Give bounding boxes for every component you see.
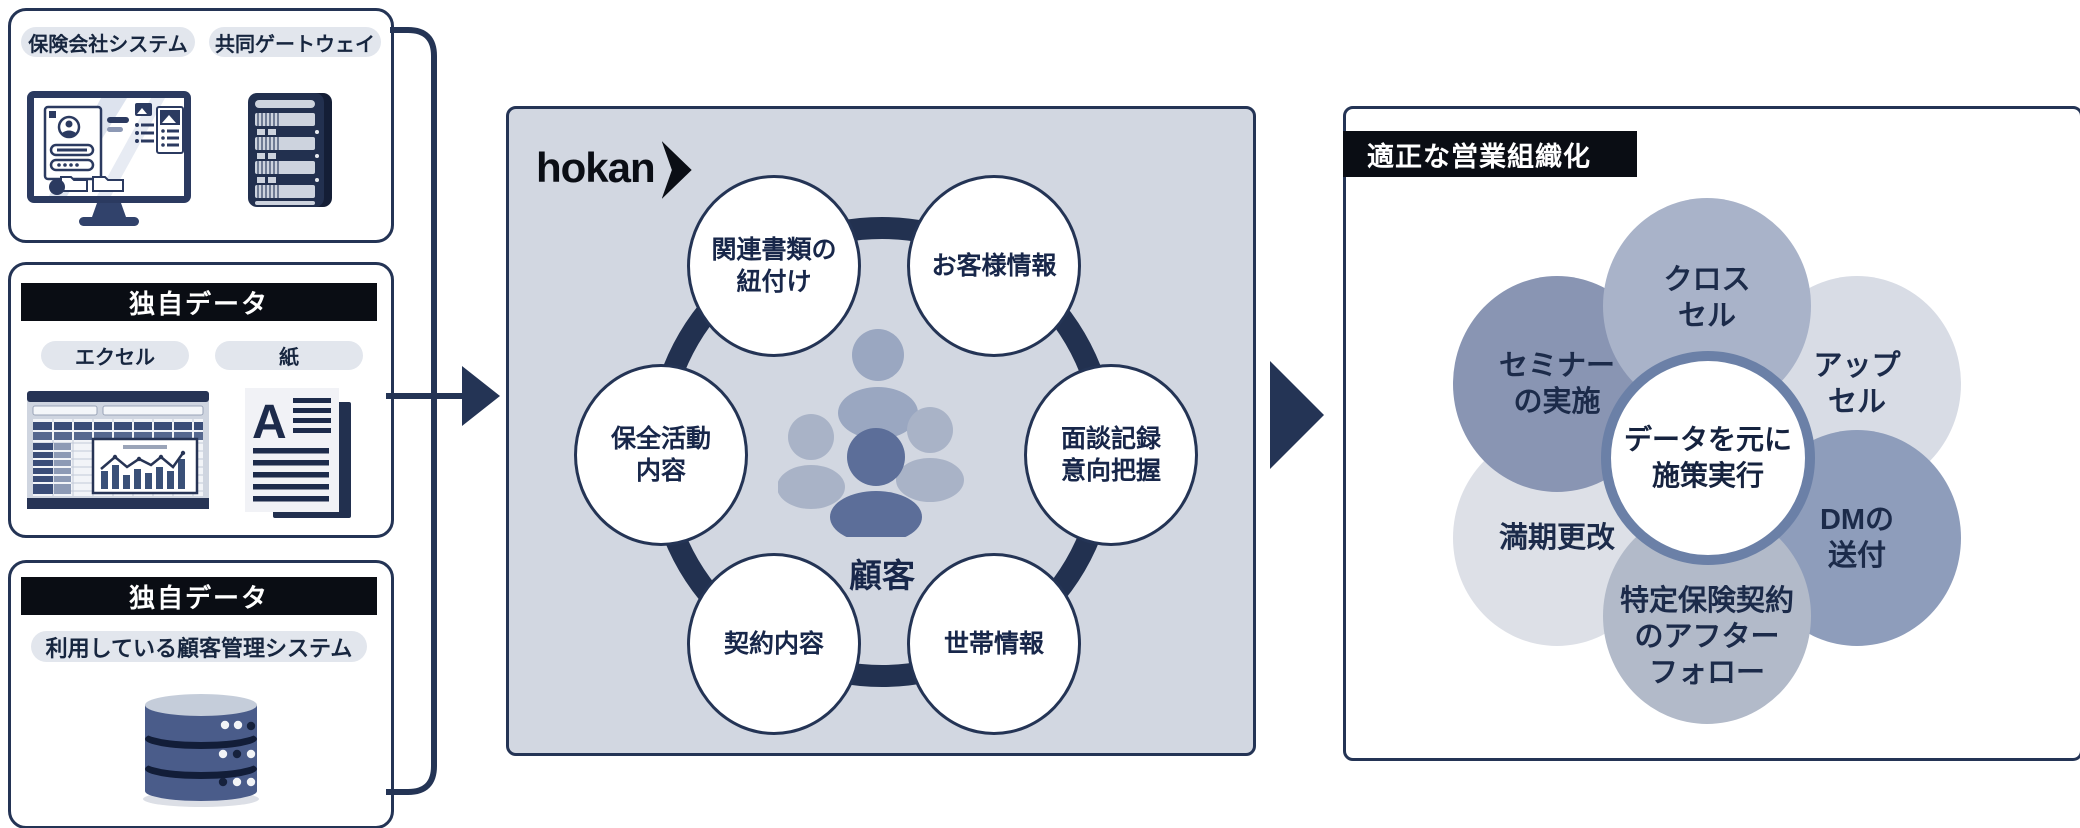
data-driven-action-center: データを元に 施策実行 [1601,351,1815,565]
spreadsheet-icon [27,391,209,509]
node-interview-records: 面談記録 意向把握 [1024,364,1198,546]
own-data-header-1: 独自データ [21,283,377,321]
node-maintenance-activity: 保全活動 内容 [574,364,748,546]
petal-after-follow-label: 特定保険契約 のアフター フォロー [1619,584,1794,690]
left-arrow-icon [462,366,500,426]
petal-cross-sell-label: クロス セル [1663,263,1751,332]
node-household-info: 世帯情報 [907,553,1081,735]
insurance-company-system-pill: 保険会社システム [21,27,195,57]
customer-group-icon [778,329,964,537]
hokan-logo-chevron-icon [661,141,692,199]
node-contract-details: 契約内容 [687,553,861,735]
petal-seminar-label: セミナー の実施 [1498,349,1615,418]
petal-maturity-renewal-label: 満期更改 [1498,521,1615,554]
petal-dm-sending-label: DMの 送付 [1819,503,1895,572]
node-related-documents: 関連書類の 紐付け [687,175,861,357]
hokan-logo: hokan [536,137,692,199]
excel-pill: エクセル [41,341,189,370]
insurance-systems-box: 保険会社システム 共同ゲートウェイ [8,8,394,243]
crm-system-pill: 利用している顧客管理システム [31,631,367,662]
monitor-icon [27,91,191,226]
center-right-arrow-icon [1270,361,1324,469]
sales-organization-panel: 適正な営業組織化 クロス セル アップ セル DMの 送付 特定保険契約 のアフ… [1343,106,2080,761]
hokan-logo-text: hokan [536,144,656,191]
petal-up-sell-label: アップ セル [1813,349,1901,418]
petal-after-follow: 特定保険契約 のアフター フォロー [1603,508,1811,724]
own-data-box-2: 独自データ 利用している顧客管理システム [8,560,394,828]
own-data-header-2: 独自データ [21,577,377,615]
sales-organization-header: 適正な営業組織化 [1343,131,1637,177]
database-icon [143,694,259,807]
server-rack-icon [248,93,332,207]
paper-document-icon: A [245,388,351,518]
svg-text:A: A [252,396,287,449]
hokan-platform-panel: hokan 関連書類の 紐付け お客様情報 面談記録 意向把握 世帯情報 契約内… [506,106,1256,756]
node-customer-info: お客様情報 [907,175,1081,357]
customer-hub-label: 顧客 [849,557,915,594]
joint-gateway-pill: 共同ゲートウェイ [209,27,381,57]
own-data-box-1: 独自データ エクセル 紙 [8,262,394,538]
paper-pill: 紙 [215,341,363,370]
